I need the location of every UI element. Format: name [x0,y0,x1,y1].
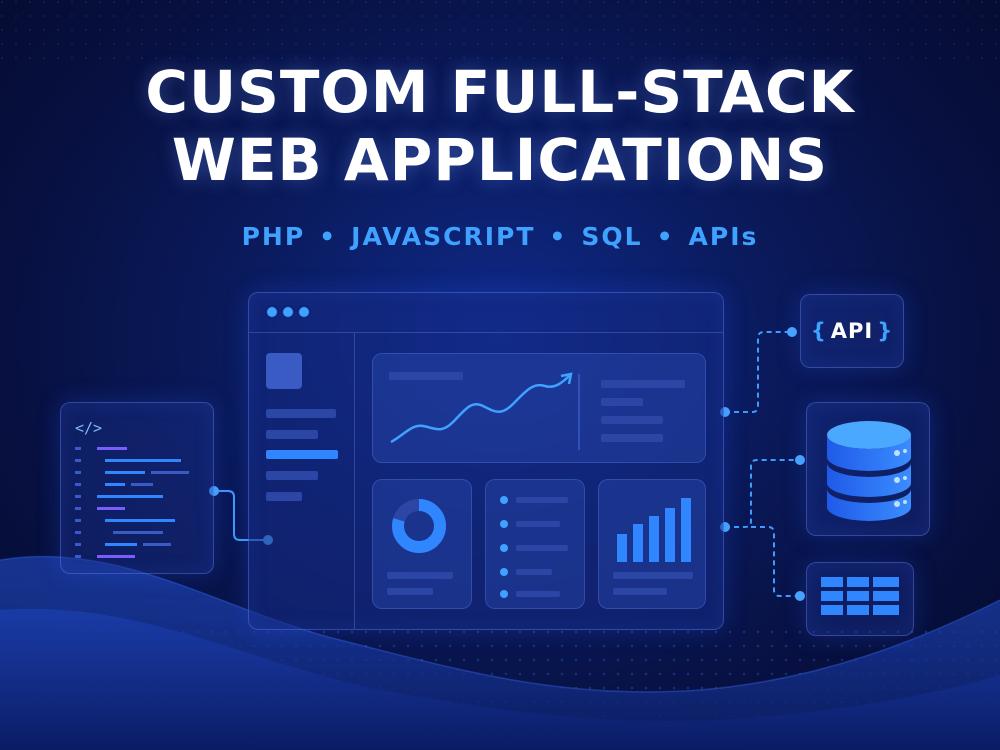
code-brackets-icon: </> [75,419,102,437]
list-bullet-icon [500,590,508,598]
donut-chart-card [372,479,472,609]
sidebar-item[interactable] [266,492,302,501]
app-sidebar [249,333,355,629]
tech-apis: APIs [688,222,759,251]
donut-chart-icon [392,499,446,553]
table-panel [806,562,914,636]
list-item [516,521,560,527]
stat-line [601,434,663,442]
list-bullet-icon [500,568,508,576]
database-icon [827,421,911,521]
brace-close-icon: } [877,319,894,343]
window-control-dot-icon [267,307,277,317]
card-title-placeholder [389,372,463,380]
list-bullet-icon [500,496,508,504]
technology-list: PHP • JAVASCRIPT • SQL • APIs [0,222,1000,251]
sidebar-item[interactable] [266,430,318,439]
list-card [485,479,585,609]
list-bullet-icon [500,544,508,552]
window-control-dot-icon [299,307,309,317]
line-chart-icon [390,372,580,450]
database-panel [806,402,930,536]
bar-chart-card [598,479,706,609]
line-chart-card [372,353,706,463]
list-item [516,591,560,597]
list-item [516,497,568,503]
api-panel: { API } [800,294,904,368]
table-grid-icon [821,577,899,615]
list-item [516,545,568,551]
window-control-dot-icon [283,307,293,317]
headline: CUSTOM FULL-STACK WEB APPLICATIONS [0,58,1000,194]
list-item [516,569,552,575]
app-window [248,292,724,630]
tech-sql: SQL [581,222,643,251]
api-label-group: { API } [801,295,903,367]
tech-separator: • [656,222,675,251]
stat-line [601,380,685,388]
avatar [266,353,302,389]
list-bullet-icon [500,520,508,528]
tech-separator: • [319,222,338,251]
code-panel: </> [60,402,214,574]
code-lines: </> [75,419,189,558]
headline-line-2: WEB APPLICATIONS [171,126,829,194]
tech-php: PHP [241,222,306,251]
tech-separator: • [549,222,568,251]
api-label: API [830,319,874,343]
stat-line [601,416,663,424]
sidebar-item-active[interactable] [266,450,338,459]
legend-line [387,572,453,579]
sidebar-item[interactable] [266,471,318,480]
window-title-bar [249,293,723,333]
bar-chart-icon [617,498,691,562]
legend-line [613,588,667,595]
stat-line [601,398,643,406]
headline-line-1: CUSTOM FULL-STACK [145,58,855,126]
brace-open-icon: { [810,319,827,343]
sidebar-item[interactable] [266,409,336,418]
tech-javascript: JAVASCRIPT [351,222,536,251]
legend-line [387,588,433,595]
legend-line [613,572,693,579]
